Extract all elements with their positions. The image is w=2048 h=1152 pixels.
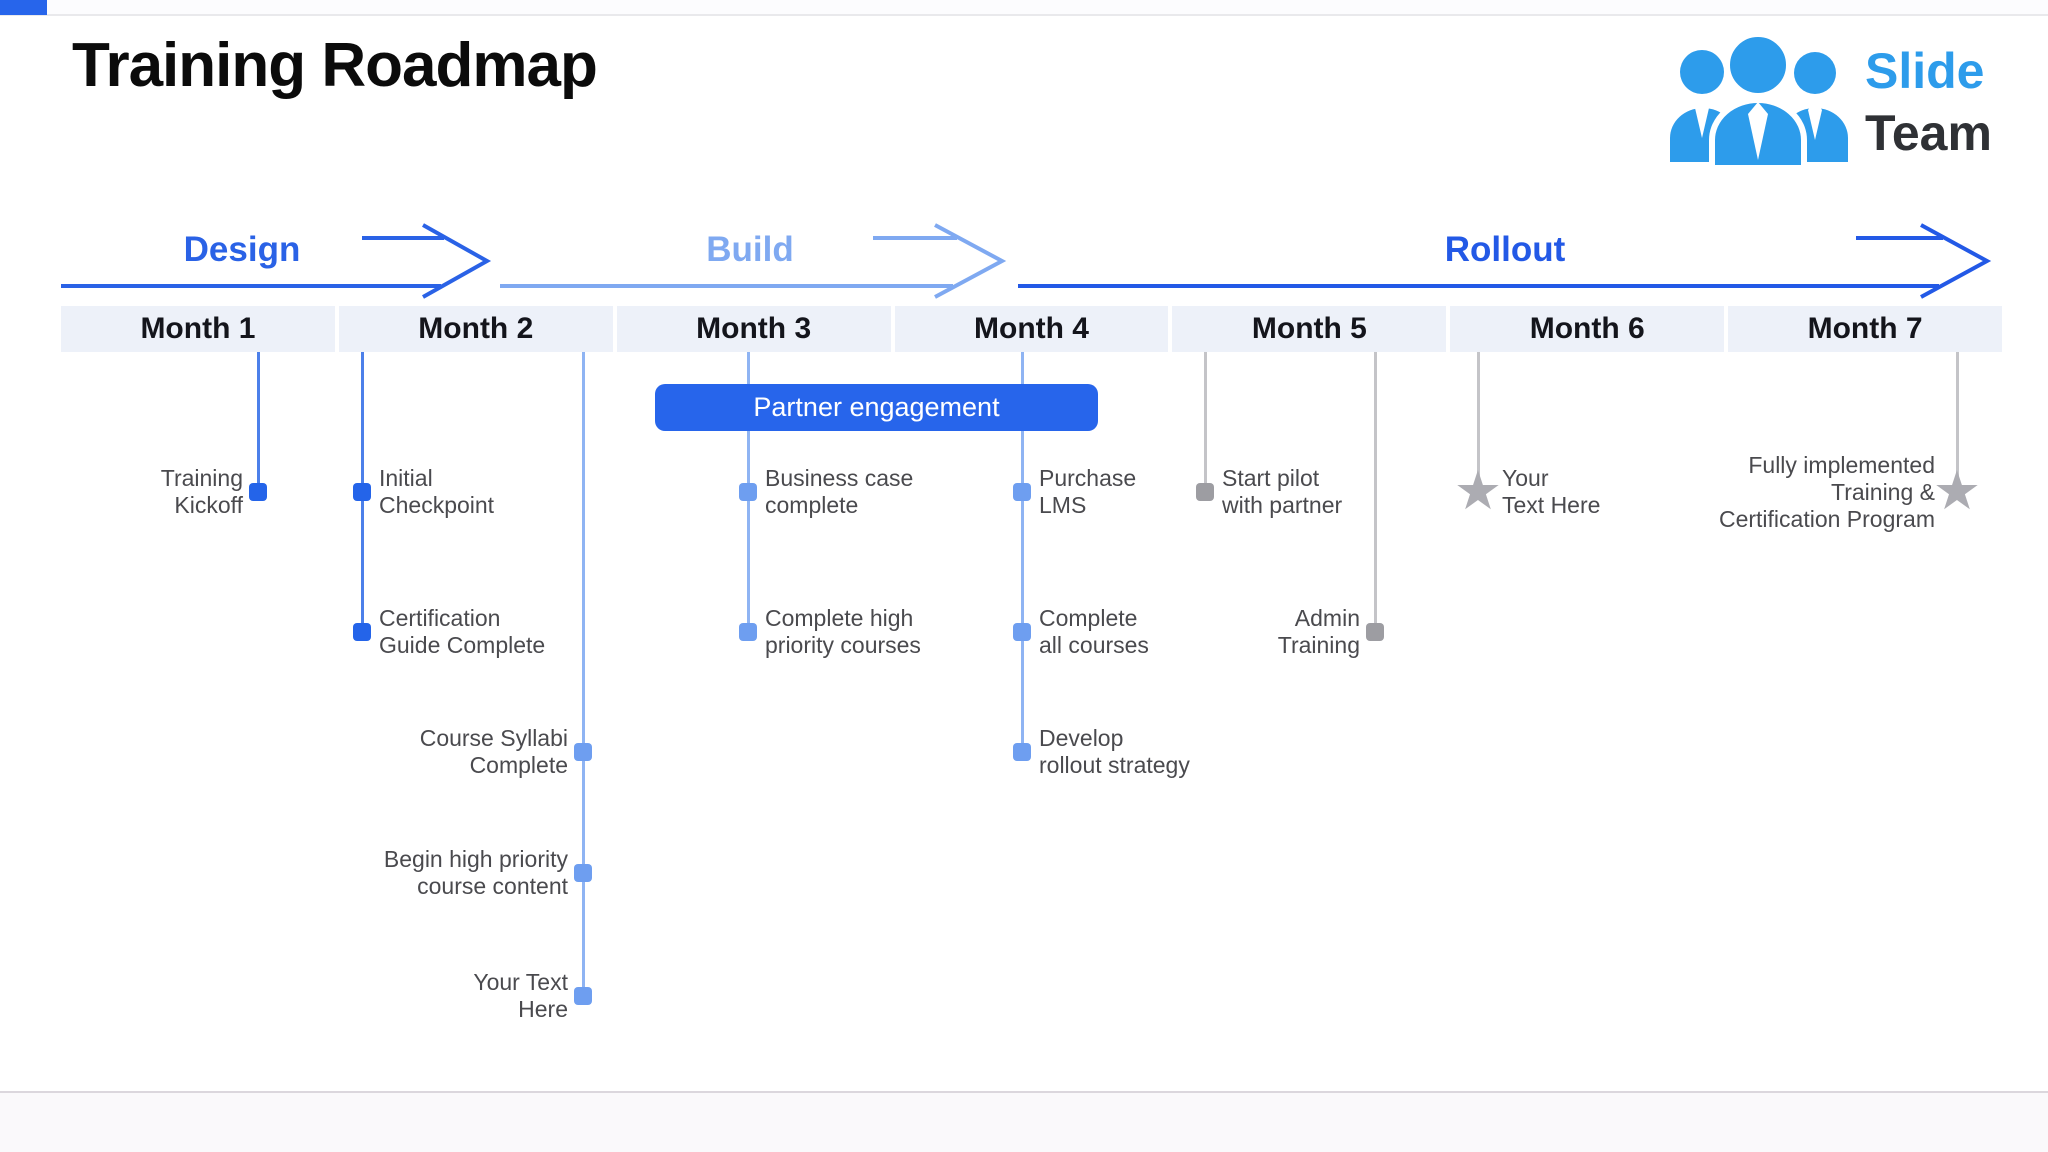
design-arrow-icon	[61, 223, 492, 299]
milestone-label: Start pilot with partner	[1222, 465, 1343, 518]
month-cell: Month 7	[1728, 306, 2003, 352]
milestone-label: Course Syllabi Complete	[419, 725, 568, 778]
milestone-star-icon: ★	[1932, 458, 1982, 522]
milestone-star-icon: ★	[1453, 458, 1503, 522]
phase-label-rollout: Rollout	[1444, 230, 1566, 269]
milestone-marker-icon	[574, 743, 592, 761]
milestone-marker-icon	[249, 483, 267, 501]
milestone-label: Training Kickoff	[160, 465, 243, 518]
slideteam-logo-icon: Slide Team	[1670, 31, 1992, 171]
logo-word-team: Team	[1865, 105, 1992, 161]
phase-label-design: Design	[183, 230, 301, 269]
month-cell: Month 6	[1450, 306, 1725, 352]
top-accent-block	[0, 0, 47, 15]
milestone-marker-icon	[1196, 483, 1214, 501]
milestone-label: Certification Guide Complete	[379, 605, 546, 658]
connector-line	[1020, 352, 1024, 752]
month-cell: Month 3	[616, 306, 891, 352]
milestone-marker-icon	[1366, 623, 1384, 641]
milestone-marker-icon	[574, 864, 592, 882]
connector-line	[581, 352, 585, 996]
milestone-label: Begin high priority course content	[383, 846, 568, 899]
milestone-marker-icon	[1013, 743, 1031, 761]
milestone-label: Your Text Here	[1502, 465, 1601, 518]
build-arrow-icon	[500, 223, 1007, 299]
logo-word-slide: Slide	[1865, 43, 1984, 99]
top-strip	[0, 0, 2048, 16]
milestone-label: Initial Checkpoint	[379, 465, 495, 518]
milestone-label: Develop rollout strategy	[1039, 725, 1190, 778]
footer-area	[0, 1093, 2048, 1152]
milestone-marker-icon	[574, 987, 592, 1005]
rollout-arrow-icon	[1018, 223, 1992, 299]
phase-arrows	[61, 223, 1992, 299]
milestone-marker-icon	[1013, 483, 1031, 501]
milestone-label: Your Text Here	[473, 969, 568, 1022]
milestone-label: Complete high priority courses	[765, 605, 921, 658]
milestone-label: Fully implemented Training & Certificati…	[1718, 451, 1935, 532]
month-cell: Month 4	[894, 306, 1169, 352]
connector-line	[1373, 352, 1377, 632]
milestone-label: Complete all courses	[1039, 605, 1149, 658]
connector-line	[1955, 352, 1959, 492]
connector-line	[256, 352, 260, 492]
partner-engagement-banner: Partner engagement	[655, 384, 1098, 431]
milestone-marker-icon	[739, 483, 757, 501]
page-title: Training Roadmap	[72, 31, 598, 100]
milestone-marker-icon	[739, 623, 757, 641]
connector-line	[1476, 352, 1480, 492]
milestone-marker-icon	[353, 623, 371, 641]
milestone-label: Purchase LMS	[1039, 465, 1137, 518]
month-cell: Month 5	[1172, 306, 1447, 352]
milestone-marker-icon	[353, 483, 371, 501]
connector-line	[1203, 352, 1207, 492]
footer-divider	[0, 1091, 2048, 1093]
people-icon	[1670, 31, 1848, 171]
milestone-label: Business case complete	[765, 465, 914, 518]
month-cell: Month 1	[61, 306, 335, 352]
milestone-label: Admin Training	[1277, 605, 1360, 658]
phase-label-build: Build	[706, 230, 794, 269]
milestone-marker-icon	[1013, 623, 1031, 641]
month-cell: Month 2	[338, 306, 613, 352]
